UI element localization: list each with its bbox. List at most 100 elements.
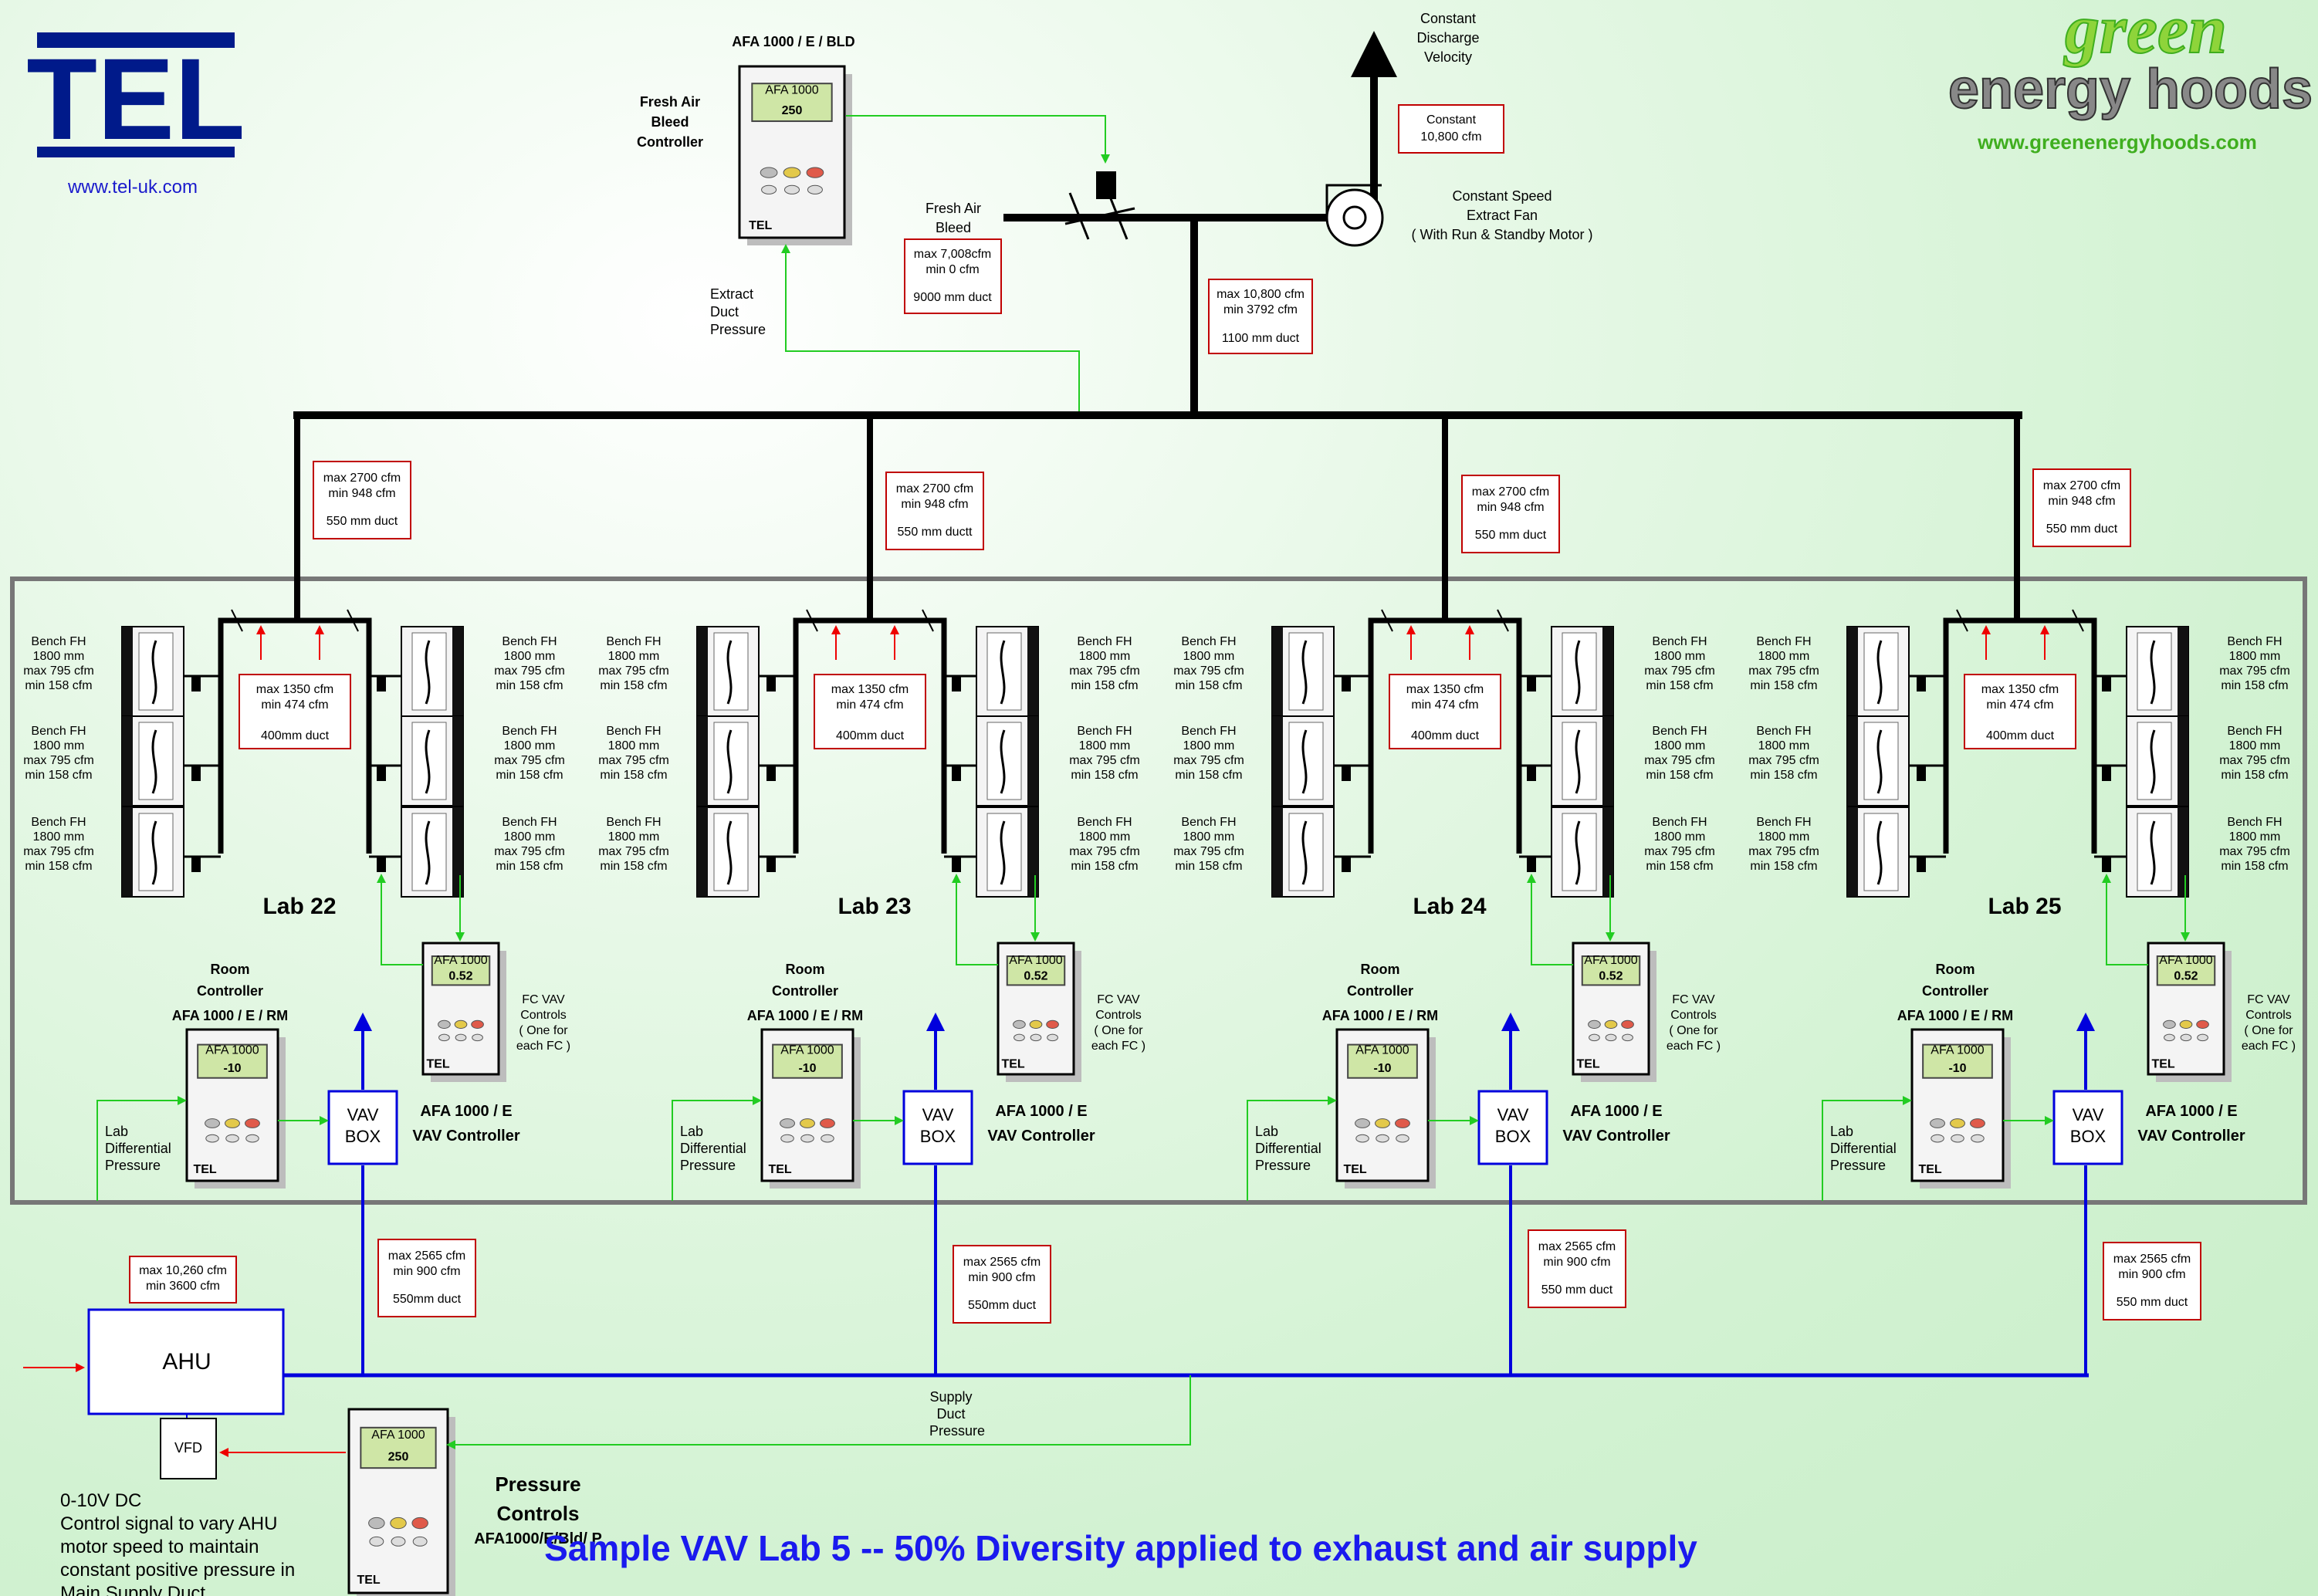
device-button[interactable] bbox=[455, 1033, 467, 1042]
device-button[interactable] bbox=[411, 1517, 428, 1530]
device-button[interactable] bbox=[1013, 1019, 1026, 1030]
device-button[interactable] bbox=[1605, 1033, 1617, 1042]
device-button[interactable] bbox=[1030, 1033, 1042, 1042]
ahu[interactable]: AHU bbox=[87, 1308, 285, 1415]
device-button[interactable] bbox=[1376, 1134, 1389, 1143]
device-button[interactable] bbox=[1396, 1134, 1409, 1143]
device-button[interactable] bbox=[1355, 1134, 1369, 1143]
device-button[interactable] bbox=[783, 167, 801, 178]
device-button[interactable] bbox=[390, 1517, 407, 1530]
svg-text:motor speed to maintain: motor speed to maintain bbox=[60, 1537, 259, 1557]
device-button[interactable] bbox=[821, 1134, 834, 1143]
device-button[interactable] bbox=[225, 1118, 240, 1128]
device-button[interactable] bbox=[368, 1517, 385, 1530]
svg-text:min 0 cfm: min 0 cfm bbox=[926, 263, 979, 276]
device-button[interactable] bbox=[438, 1019, 451, 1030]
hood-manifold bbox=[1368, 617, 1522, 854]
device-button[interactable] bbox=[807, 184, 823, 194]
svg-text:1800 mm: 1800 mm bbox=[1654, 830, 1706, 844]
svg-text:VAV Controller: VAV Controller bbox=[2137, 1128, 2245, 1145]
device-button[interactable] bbox=[454, 1019, 468, 1030]
hood-damper bbox=[1342, 857, 1351, 872]
svg-text:min 158 cfm: min 158 cfm bbox=[25, 860, 92, 873]
svg-text:550 mm duct: 550 mm duct bbox=[1541, 1283, 1613, 1297]
device-button[interactable] bbox=[806, 167, 824, 178]
device-button[interactable] bbox=[760, 167, 778, 178]
device-button[interactable] bbox=[1588, 1019, 1601, 1030]
device-button[interactable] bbox=[780, 1118, 795, 1128]
device-button[interactable] bbox=[1046, 1019, 1059, 1030]
device-button[interactable] bbox=[780, 1134, 794, 1143]
device-button[interactable] bbox=[1971, 1134, 1985, 1143]
svg-text:min 158 cfm: min 158 cfm bbox=[496, 769, 563, 782]
device-button[interactable] bbox=[1930, 1118, 1945, 1128]
device-button[interactable] bbox=[800, 1134, 814, 1143]
device-button[interactable] bbox=[412, 1536, 428, 1547]
device-button[interactable] bbox=[783, 184, 800, 194]
device-button[interactable] bbox=[1355, 1118, 1370, 1128]
tel-url-link[interactable]: www.tel-uk.com bbox=[67, 177, 198, 198]
green-word: green bbox=[2063, 0, 2227, 68]
svg-text:Bench FH: Bench FH bbox=[1181, 816, 1236, 829]
device-button[interactable] bbox=[1395, 1118, 1410, 1128]
green-url-link[interactable]: www.greenenergyhoods.com bbox=[1977, 130, 2257, 154]
device-button[interactable] bbox=[1604, 1019, 1618, 1030]
device-button[interactable] bbox=[2196, 1019, 2209, 1030]
device-button[interactable] bbox=[225, 1134, 239, 1143]
device-button[interactable] bbox=[205, 1134, 219, 1143]
device-button[interactable] bbox=[1013, 1033, 1025, 1042]
device-button[interactable] bbox=[245, 1118, 260, 1128]
device-button[interactable] bbox=[761, 184, 777, 194]
device-button[interactable] bbox=[2180, 1033, 2192, 1042]
device-button[interactable] bbox=[2164, 1033, 2175, 1042]
device-model: AFA 1000 bbox=[1009, 954, 1062, 967]
device-button[interactable] bbox=[2163, 1019, 2176, 1030]
device-button[interactable] bbox=[471, 1019, 484, 1030]
device-button[interactable] bbox=[1951, 1134, 1964, 1143]
device-button[interactable] bbox=[391, 1536, 406, 1547]
svg-text:Bench FH: Bench FH bbox=[1652, 725, 1707, 738]
device-button[interactable] bbox=[438, 1033, 450, 1042]
device-button[interactable] bbox=[472, 1033, 483, 1042]
vfd[interactable]: VFD bbox=[160, 1418, 217, 1479]
svg-text:Pressure: Pressure bbox=[710, 322, 766, 337]
device-button[interactable] bbox=[1931, 1134, 1944, 1143]
device-button[interactable] bbox=[800, 1118, 815, 1128]
device-button[interactable] bbox=[1047, 1033, 1058, 1042]
device-button[interactable] bbox=[1589, 1033, 1600, 1042]
fume-hood-icon bbox=[2126, 626, 2189, 717]
device-button[interactable] bbox=[1375, 1118, 1390, 1128]
device-button[interactable] bbox=[2179, 1019, 2193, 1030]
device-button[interactable] bbox=[205, 1118, 220, 1128]
device-button[interactable] bbox=[1950, 1118, 1965, 1128]
device-button[interactable] bbox=[2197, 1033, 2208, 1042]
device-button[interactable] bbox=[1622, 1033, 1633, 1042]
device-button[interactable] bbox=[369, 1536, 384, 1547]
device-button[interactable] bbox=[820, 1118, 835, 1128]
device-button[interactable] bbox=[1970, 1118, 1985, 1128]
device-button[interactable] bbox=[245, 1134, 259, 1143]
device-button[interactable] bbox=[1621, 1019, 1634, 1030]
device-button[interactable] bbox=[1029, 1019, 1043, 1030]
